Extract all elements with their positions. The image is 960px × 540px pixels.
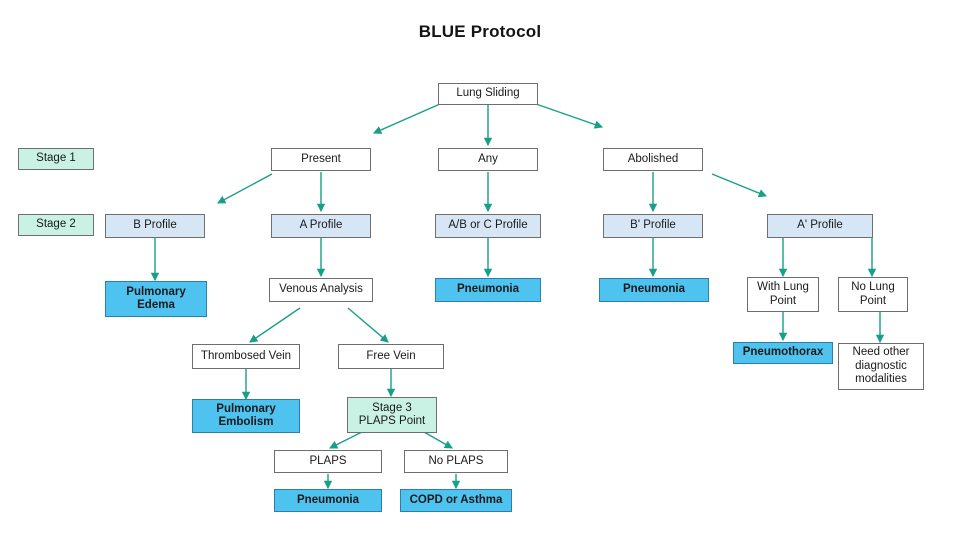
node-abolished[interactable]: Abolished: [603, 148, 703, 171]
node-with-lung-point[interactable]: With Lung Point: [747, 277, 819, 312]
node-pulmonary-edema[interactable]: Pulmonary Edema: [105, 281, 207, 317]
page-title: BLUE Protocol: [418, 22, 542, 41]
node-venous-analysis[interactable]: Venous Analysis: [269, 278, 373, 302]
node-copd-or-asthma[interactable]: COPD or Asthma: [400, 489, 512, 512]
node-a-prime-profile[interactable]: A' Profile: [767, 214, 873, 238]
node-present[interactable]: Present: [271, 148, 371, 171]
node-pneumonia-center[interactable]: Pneumonia: [435, 278, 541, 302]
node-pneumonia-b-prime[interactable]: Pneumonia: [599, 278, 709, 302]
node-pneumothorax[interactable]: Pneumothorax: [733, 342, 833, 364]
stage-1-label: Stage 1: [18, 148, 94, 170]
node-thrombosed-vein[interactable]: Thrombosed Vein: [192, 344, 300, 369]
node-plaps[interactable]: PLAPS: [274, 450, 382, 473]
node-a-profile[interactable]: A Profile: [271, 214, 371, 238]
node-pneumonia-plaps[interactable]: Pneumonia: [274, 489, 382, 512]
node-free-vein[interactable]: Free Vein: [338, 344, 444, 369]
node-need-other-modalities[interactable]: Need other diagnostic modalities: [838, 343, 924, 390]
node-no-plaps[interactable]: No PLAPS: [404, 450, 508, 473]
node-pulmonary-embolism[interactable]: Pulmonary Embolism: [192, 399, 300, 433]
node-b-profile[interactable]: B Profile: [105, 214, 205, 238]
stage-2-label: Stage 2: [18, 214, 94, 236]
node-lung-sliding[interactable]: Lung Sliding: [438, 83, 538, 105]
node-ab-or-c-profile[interactable]: A/B or C Profile: [435, 214, 541, 238]
node-no-lung-point[interactable]: No Lung Point: [838, 277, 908, 312]
node-any[interactable]: Any: [438, 148, 538, 171]
node-stage-3-plaps-point[interactable]: Stage 3 PLAPS Point: [347, 397, 437, 433]
node-b-prime-profile[interactable]: B' Profile: [603, 214, 703, 238]
